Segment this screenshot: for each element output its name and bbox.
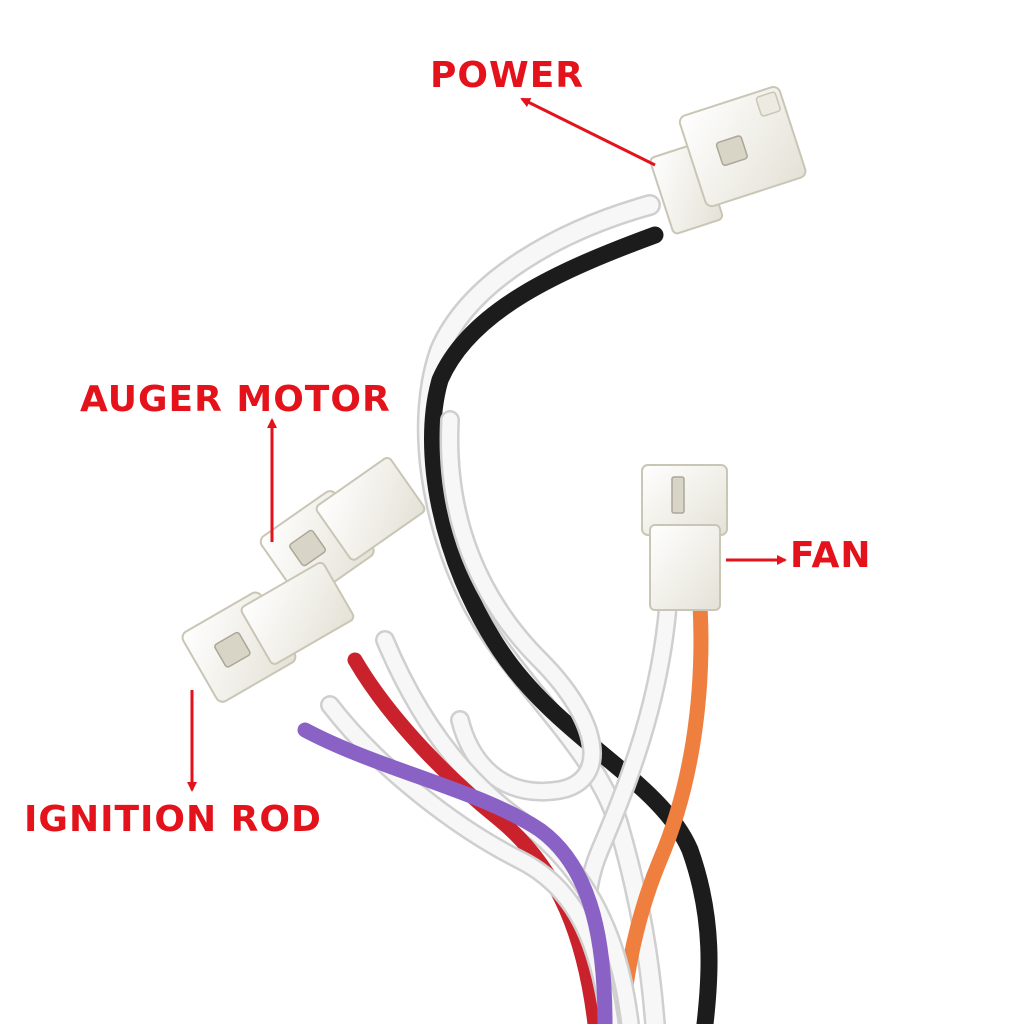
power-connector-icon [649,86,807,235]
wires [297,194,718,1024]
ignition-rod-connector-icon [181,561,355,703]
fan-connector-icon [641,464,728,611]
power-arrow-icon [520,97,656,167]
callout-arrows [187,97,787,792]
ignition-purple-wire [297,722,613,1024]
power-black-wire [424,226,718,1024]
auger-motor-connector-icon [259,456,426,603]
ignition-rod-label: IGNITION ROD [24,799,322,840]
auger-red-wire [347,652,603,1024]
power-label: POWER [430,55,585,96]
fan-label: FAN [790,535,872,576]
auger-motor-label: AUGER MOTOR [80,379,391,420]
